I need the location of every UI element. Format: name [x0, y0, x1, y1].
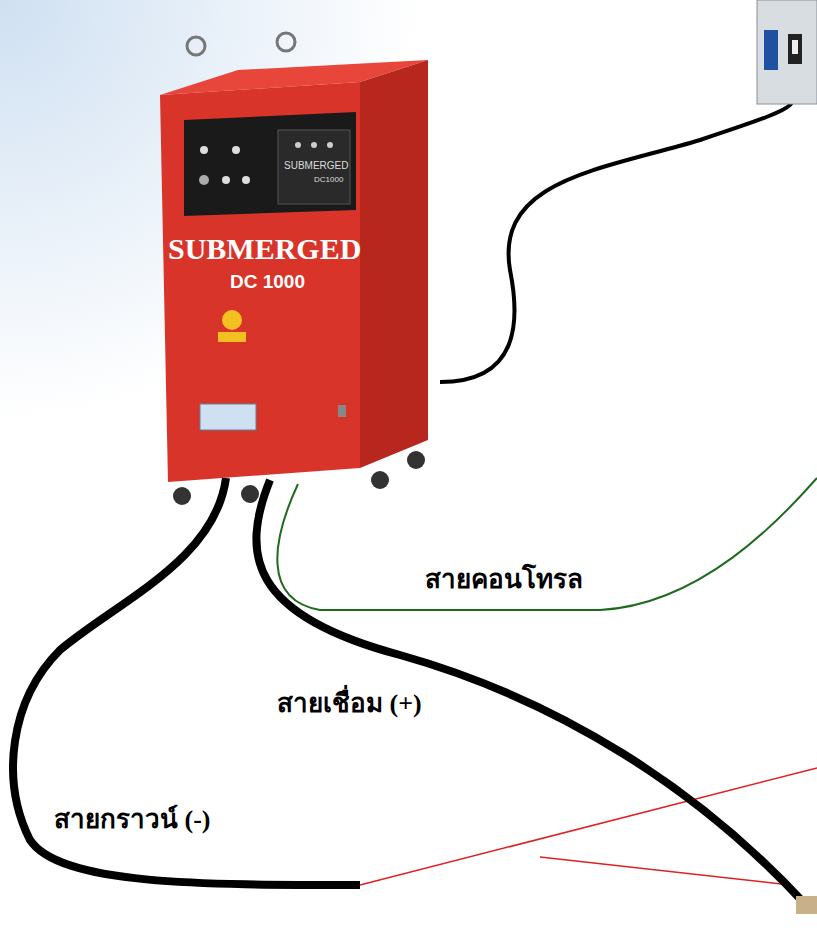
welding-machine	[160, 33, 428, 505]
machine-brand-text: SUBMERGED	[168, 232, 361, 265]
machine-model-text: DC 1000	[230, 272, 305, 293]
ground-cable	[13, 478, 360, 885]
cable-label: สายคอนโทรล	[423, 566, 585, 595]
welding-cable	[256, 480, 806, 905]
control-cable	[277, 478, 817, 610]
power-cable	[440, 102, 792, 382]
cable-label: สายกราวน์ (-)	[52, 806, 212, 835]
cable-label: สายเชื่อม (+)	[275, 690, 424, 719]
panel-text: SUBMERGED	[284, 160, 348, 171]
circuit-breaker	[757, 0, 817, 104]
panel-text: DC1000	[314, 176, 343, 185]
guide-line	[360, 768, 817, 885]
guide-line	[540, 857, 790, 885]
torch-fragment	[796, 896, 817, 914]
